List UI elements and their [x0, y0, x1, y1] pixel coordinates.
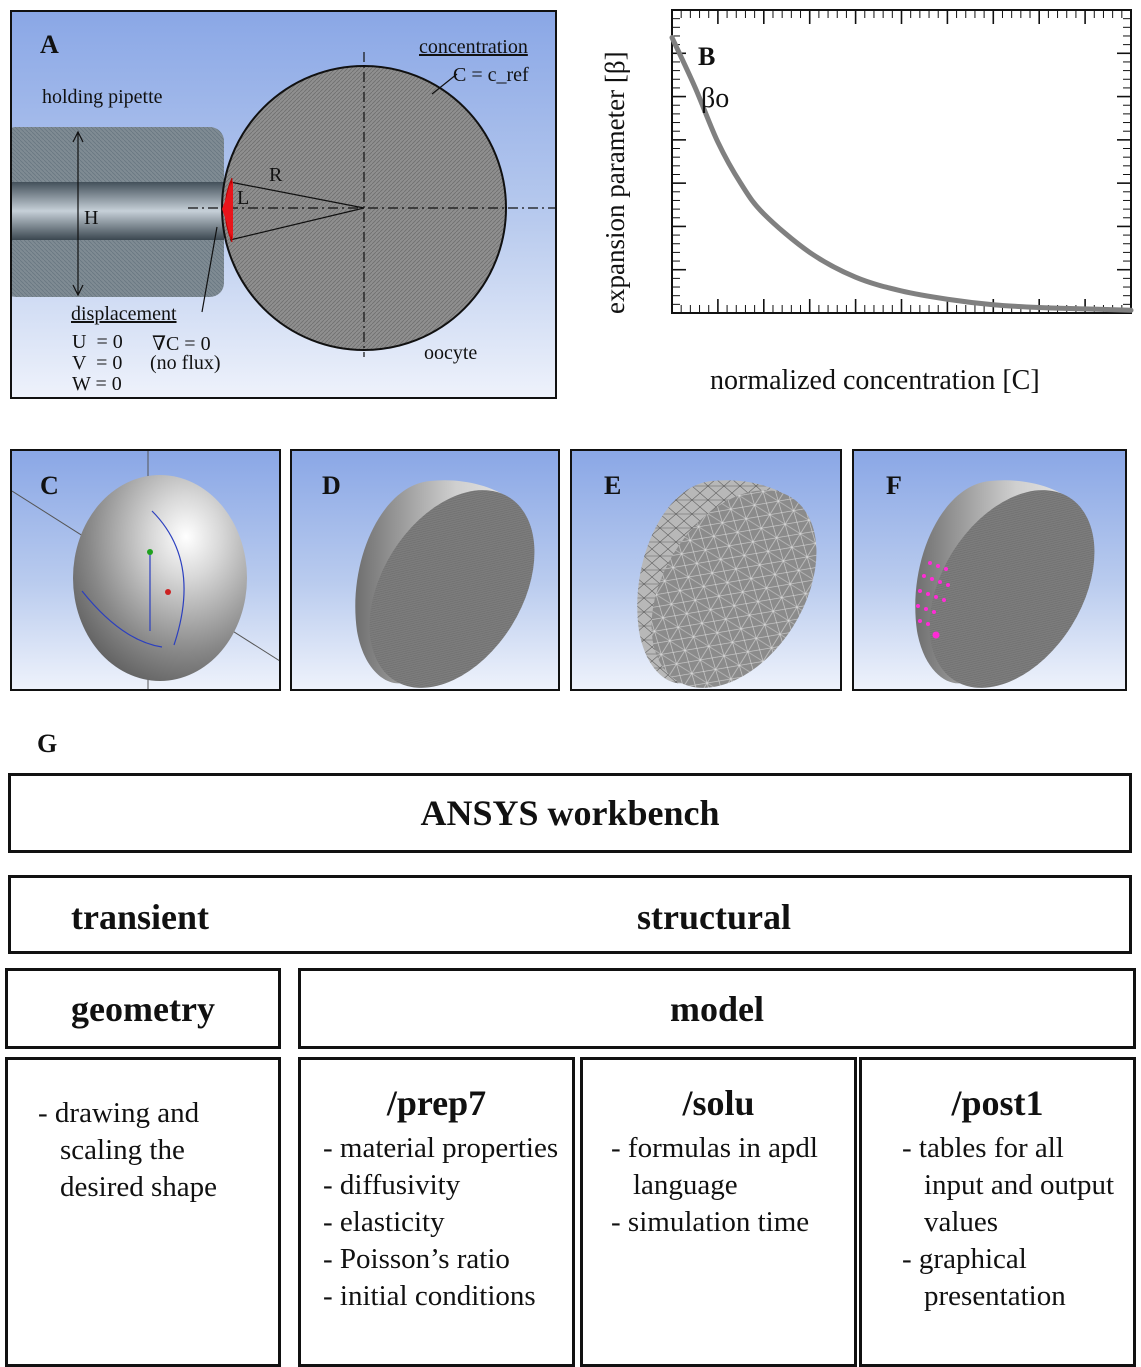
panel-a-drawing: [12, 52, 555, 357]
panel-c-label: C: [40, 471, 59, 500]
holding-pipette-label: holding pipette: [42, 86, 163, 108]
prep7-column: /prep7 material properties diffusivity e…: [298, 1057, 575, 1367]
panel-b: B βo expansion parameter [β] normalized …: [590, 0, 1141, 410]
beta0-label: βo: [701, 83, 730, 114]
panel-a: A holding pipette concentration C = c_re…: [10, 10, 557, 399]
panel-g-label: G: [37, 729, 58, 758]
panel-e-label: E: [604, 471, 622, 500]
analysis-type-box: transient structural: [8, 875, 1132, 954]
prep7-item: diffusivity: [323, 1167, 573, 1204]
geometry-items: drawing and scaling the desired shape: [38, 1095, 248, 1206]
structural-label: structural: [637, 897, 791, 937]
solu-item: formulas in apdl language: [611, 1130, 851, 1204]
solu-column: /solu formulas in apdl language simulati…: [580, 1057, 857, 1367]
post1-item: tables for all input and output values: [902, 1130, 1127, 1241]
prep7-item: initial conditions: [323, 1278, 573, 1315]
r-label: R: [269, 164, 283, 186]
axis-ticks: [671, 9, 1132, 314]
concentration-equation: C = c_ref: [453, 64, 529, 86]
panel-d-label: D: [322, 471, 341, 500]
panel-b-label: B: [698, 42, 716, 71]
geometry-item: drawing and scaling the desired shape: [38, 1095, 248, 1206]
meshed-half-sphere-render: [637, 480, 817, 688]
l-label: L: [237, 187, 250, 209]
flux-equation: ∇C = 0: [152, 333, 211, 355]
geometry-column: drawing and scaling the desired shape: [5, 1057, 281, 1367]
transient-label: transient: [71, 897, 209, 937]
post1-items: tables for all input and output values g…: [902, 1130, 1127, 1315]
half-sphere-contact-render: [915, 480, 1095, 688]
panel-a-label: A: [40, 30, 59, 59]
post1-column: /post1 tables for all input and output v…: [859, 1057, 1136, 1367]
prep7-item: elasticity: [323, 1204, 573, 1241]
v-equation: V = 0: [72, 352, 123, 374]
half-sphere-render: [355, 480, 535, 688]
post1-item: graphical presentation: [902, 1241, 1127, 1315]
b-y-axis-label: expansion parameter [β]: [600, 51, 630, 314]
pipette-bore: [12, 182, 224, 240]
panel-c: C: [10, 449, 281, 691]
prep7-items: material properties diffusivity elastici…: [323, 1130, 573, 1315]
panel-d: D: [290, 449, 560, 691]
post1-title: /post1: [951, 1083, 1044, 1123]
flux-note: (no flux): [150, 352, 221, 374]
h-label: H: [84, 207, 99, 229]
model-box: model: [298, 968, 1136, 1049]
panel-b-chart: [669, 9, 1134, 314]
panel-f-label: F: [886, 471, 902, 500]
prep7-title: /prep7: [386, 1083, 487, 1123]
geometry-box: geometry: [5, 968, 281, 1049]
solu-items: formulas in apdl language simulation tim…: [611, 1130, 851, 1241]
prep7-item: material properties: [323, 1130, 573, 1167]
prep7-item: Poisson’s ratio: [323, 1241, 573, 1278]
oocyte-label: oocyte: [424, 342, 478, 364]
displacement-title: displacement: [71, 303, 177, 325]
sphere-render: [12, 451, 279, 689]
w-equation: W = 0: [72, 373, 122, 395]
beta-curve: [669, 35, 1134, 313]
solu-item: simulation time: [611, 1204, 851, 1241]
u-equation: U = 0: [72, 331, 123, 353]
solu-title: /solu: [682, 1083, 755, 1123]
concentration-title: concentration: [419, 36, 528, 58]
plot-frame: [671, 9, 1132, 314]
panel-e: E: [570, 449, 842, 691]
panel-f: F: [852, 449, 1127, 691]
workbench-box: ANSYS workbench: [8, 773, 1132, 853]
b-x-axis-label: normalized concentration [C]: [710, 365, 1040, 396]
